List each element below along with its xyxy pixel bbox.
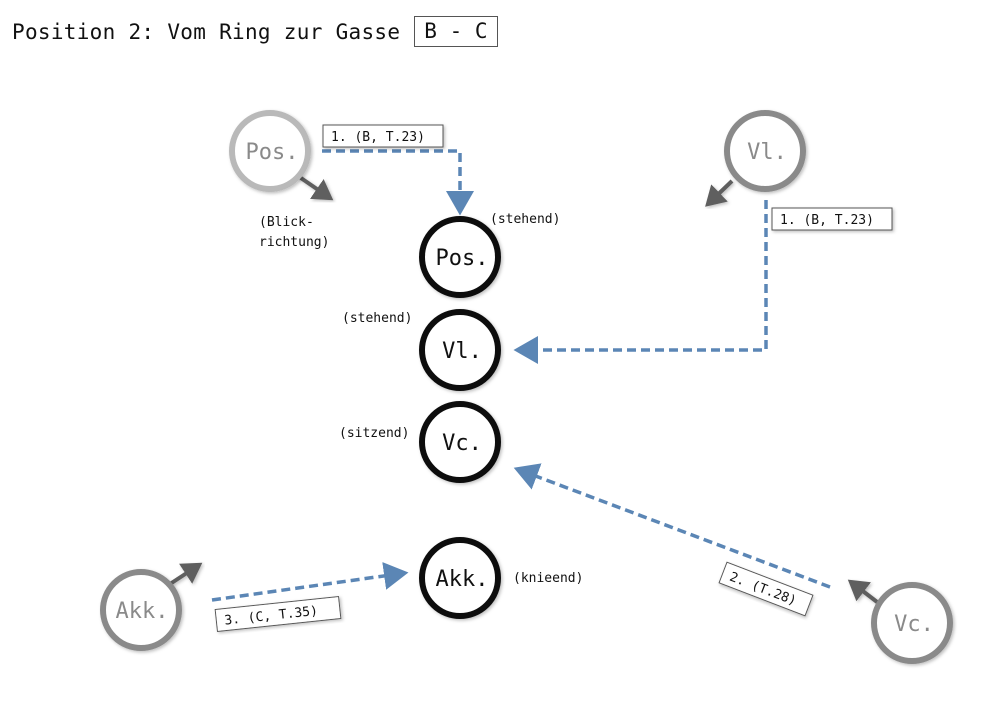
diagram-header: Position 2: Vom Ring zur Gasse B - C [12, 16, 498, 47]
facing-arrow-akk-start [168, 562, 203, 586]
move-label-akk: 3. (C, T.35) [214, 596, 342, 632]
node-akk-final-label: Akk. [436, 567, 489, 592]
node-pos-start-label: Pos. [246, 140, 299, 165]
move-label-vl: 1. (B, T.23) [771, 207, 893, 231]
node-vc-start-label: Vc. [894, 612, 934, 637]
node-pos-final: Pos. [419, 216, 501, 298]
facing-arrow-vl-start [705, 179, 734, 207]
node-akk-start-label: Akk. [116, 599, 169, 624]
node-vl-final: Vl. [419, 309, 501, 391]
node-vl-start: Vl. [724, 110, 806, 192]
note-blick-line1: (Blick- [259, 215, 314, 230]
node-vl-start-label: Vl. [747, 140, 787, 165]
note-blick-line2: richtung) [259, 235, 329, 250]
move-label-vc: 2. (T.28) [718, 561, 814, 617]
facing-arrow-vc-start [847, 579, 883, 607]
move-label-vl-text: 1. (B, T.23) [780, 213, 874, 228]
node-akk-start: Akk. [100, 569, 182, 651]
move-arrow-vc [513, 463, 831, 589]
note-vl-state: (stehend) [342, 311, 412, 326]
diagram-title: Position 2: Vom Ring zur Gasse [12, 19, 401, 44]
node-vc-start: Vc. [871, 582, 953, 664]
position-range-box: B - C [414, 16, 498, 47]
node-vc-final: Vc. [419, 401, 501, 483]
node-akk-final: Akk. [419, 537, 501, 619]
note-akk-state: (knieend) [513, 571, 583, 586]
move-arrow-pos [322, 149, 474, 216]
node-pos-start: Pos. [229, 110, 311, 192]
note-vc-state: (sitzend) [339, 426, 409, 441]
move-arrow-vl [513, 200, 768, 364]
node-vl-final-label: Vl. [442, 339, 482, 364]
move-label-pos: 1. (B, T.23) [322, 124, 444, 148]
move-arrow-akk [211, 562, 409, 602]
move-label-pos-text: 1. (B, T.23) [331, 130, 425, 145]
facing-arrow-pos-start [296, 174, 334, 201]
node-pos-final-label: Pos. [436, 246, 489, 271]
node-vc-final-label: Vc. [442, 431, 482, 456]
note-pos-state: (stehend) [490, 212, 560, 227]
